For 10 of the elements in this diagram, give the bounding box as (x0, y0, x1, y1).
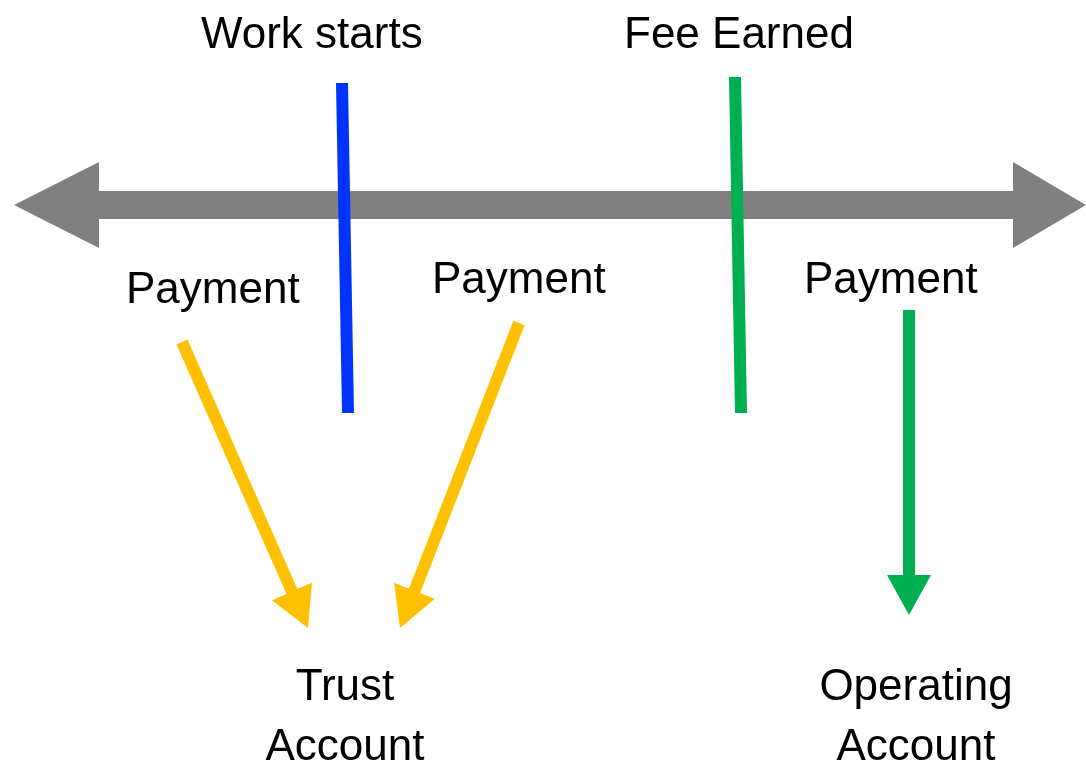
milestone-label: Fee Earned (624, 7, 854, 59)
node-label: Payment (432, 248, 606, 308)
node-label: Payment (126, 258, 300, 318)
node-label: Operating Account (791, 655, 1041, 775)
node-label: Payment (804, 248, 978, 308)
node-label: Trust Account (245, 655, 445, 775)
arrow (176, 339, 312, 628)
arrow (394, 320, 525, 628)
milestone-label: Work starts (201, 7, 423, 59)
arrow (887, 310, 931, 615)
